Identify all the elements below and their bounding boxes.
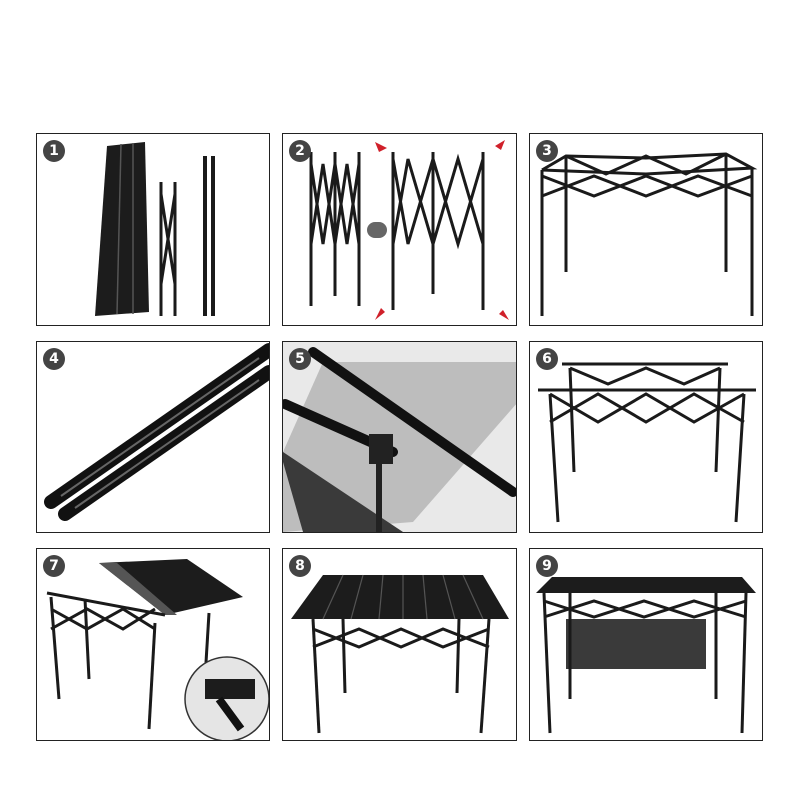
step-panel-7: 7 xyxy=(36,548,270,741)
step-number-badge: 3 xyxy=(536,140,558,162)
step-panel-8: 8 xyxy=(282,548,517,741)
step-number-badge: 5 xyxy=(289,348,311,370)
step-panel-3: 3 xyxy=(529,133,763,326)
step-number-badge: 1 xyxy=(43,140,65,162)
step-panel-5: 5 xyxy=(282,341,517,533)
step-number-badge: 9 xyxy=(536,555,558,577)
step-number-badge: 6 xyxy=(536,348,558,370)
folded-parts-illustration xyxy=(95,142,215,316)
step-number-badge: 8 xyxy=(289,555,311,577)
pole-closeup-illustration xyxy=(44,343,269,521)
frame-with-rails-illustration xyxy=(538,362,756,523)
step-panel-4: 4 xyxy=(36,341,270,533)
mesh-joint-closeup-illustration xyxy=(283,347,516,532)
step-number-badge: 2 xyxy=(289,140,311,162)
step-panel-2: 2 xyxy=(282,133,517,326)
step-panel-1: 1 xyxy=(36,133,270,326)
table-with-storage-net-illustration xyxy=(536,577,756,734)
frame-expansion-illustration xyxy=(309,140,509,320)
assembled-table-illustration xyxy=(291,574,509,734)
step-number-badge: 7 xyxy=(43,555,65,577)
step-panel-9: 9 xyxy=(529,548,763,741)
rolling-tabletop-illustration xyxy=(46,559,269,740)
step-number-badge: 4 xyxy=(43,348,65,370)
step-panel-6: 6 xyxy=(529,341,763,533)
expanded-frame-illustration xyxy=(540,152,758,316)
